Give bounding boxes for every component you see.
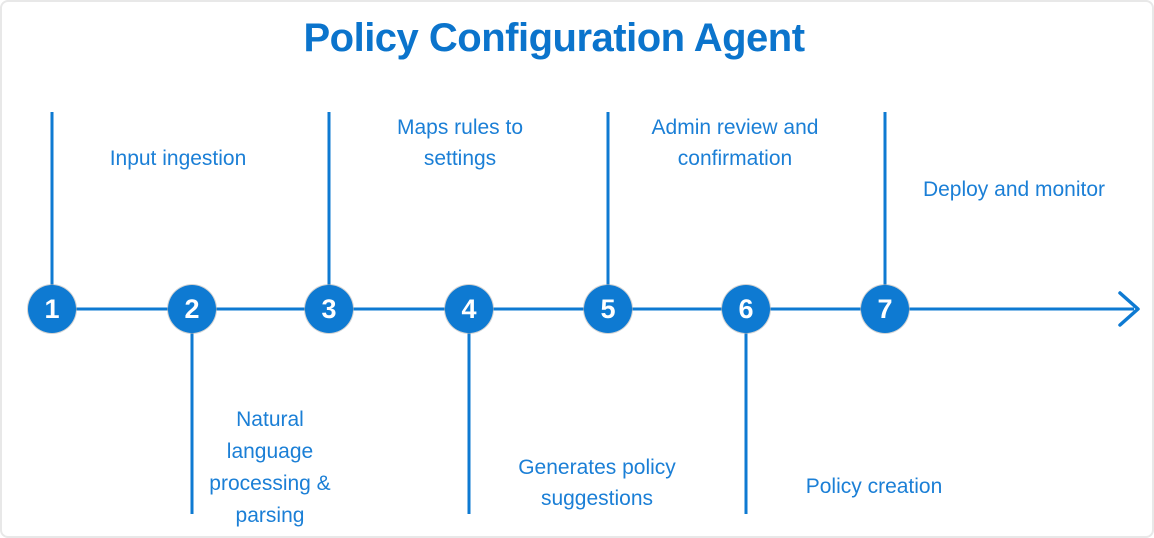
- step-number-5: 5: [600, 293, 616, 324]
- step-circle-6: 6: [722, 285, 770, 333]
- step-number-4: 4: [461, 293, 477, 324]
- step-number-3: 3: [321, 293, 337, 324]
- step-circle-7: 7: [861, 285, 909, 333]
- step-number-2: 2: [184, 293, 200, 324]
- step-label-7: Deploy and monitor: [922, 178, 1106, 201]
- step-circle-5: 5: [584, 285, 632, 333]
- step-circle-3: 3: [305, 285, 353, 333]
- step-label-6: Policy creation: [805, 475, 943, 498]
- page-title: Policy Configuration Agent: [303, 16, 805, 60]
- step-circle-1: 1: [28, 285, 76, 333]
- step-label-2: Natural language processing & parsing: [209, 408, 331, 527]
- step-number-7: 7: [877, 293, 893, 324]
- arrow-right-icon: [1118, 291, 1140, 327]
- step-number-6: 6: [738, 293, 754, 324]
- step-label-1: Input ingestion: [109, 147, 247, 170]
- step-number-1: 1: [44, 293, 60, 324]
- step-circle-2: 2: [168, 285, 216, 333]
- step-circle-4: 4: [445, 285, 493, 333]
- step-label-5: Admin review and confirmation: [651, 116, 819, 170]
- step-label-4: Generates policy suggestions: [518, 456, 676, 510]
- step-label-3: Maps rules to settings: [396, 116, 524, 170]
